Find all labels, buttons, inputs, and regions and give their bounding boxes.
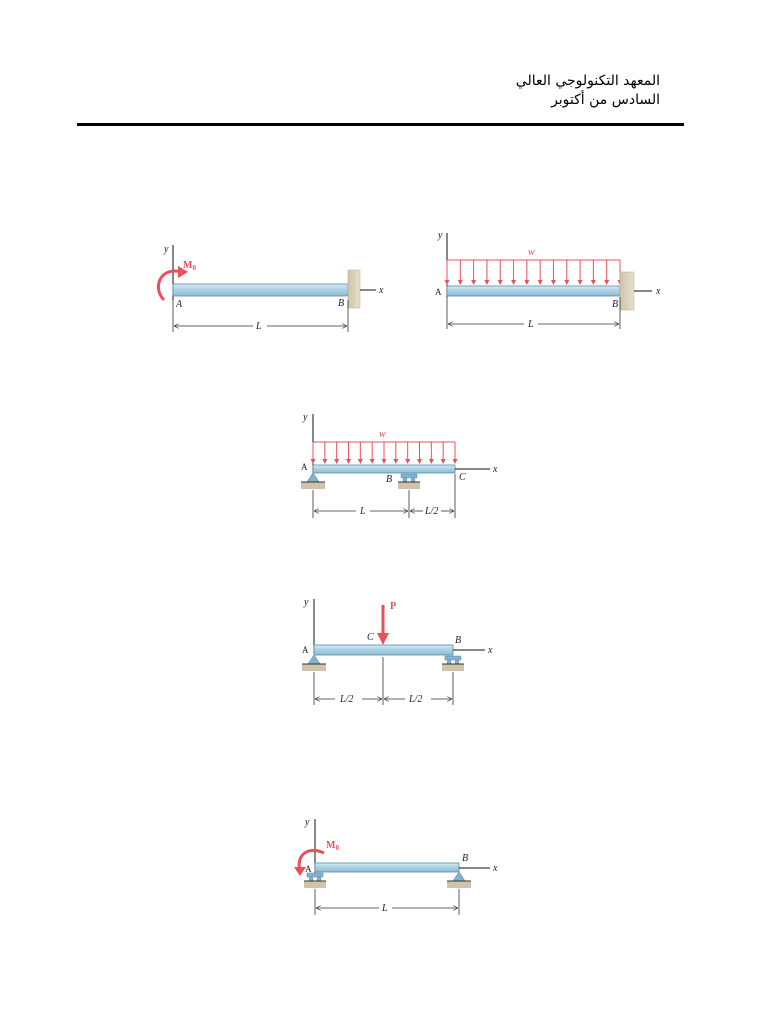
header-rule xyxy=(77,123,684,126)
load-arrowhead-icon xyxy=(524,280,530,285)
beam xyxy=(312,464,456,474)
length-half-left-label: L/2 xyxy=(339,694,353,705)
point-load-arrowhead-icon xyxy=(377,633,389,645)
load-arrowhead-icon xyxy=(511,280,517,285)
moment-label: M0 xyxy=(183,260,196,272)
length-label: L xyxy=(527,319,534,330)
x-axis-label: x xyxy=(655,286,661,297)
point-B-label: B xyxy=(386,474,392,485)
load-arrowhead-icon xyxy=(590,280,596,285)
pin-support-A xyxy=(301,472,325,489)
figure-3-overhang-udl: y w x A B C L L/2 xyxy=(301,412,498,518)
wall-support xyxy=(619,271,635,311)
institute-name: المعهد التكنولوجي العالي xyxy=(515,73,660,89)
load-arrowhead-icon xyxy=(471,280,477,285)
load-arrowhead-icon xyxy=(440,459,446,464)
roller-support-B xyxy=(398,473,420,489)
moment-arrowhead-icon xyxy=(294,867,306,876)
load-arrowhead-icon xyxy=(322,459,328,464)
moment-arrowhead-icon xyxy=(178,266,188,278)
institute-header: المعهد التكنولوجي العالي السادس من أكتوب… xyxy=(360,72,660,110)
load-arrowhead-icon xyxy=(357,459,363,464)
x-axis-label: x xyxy=(378,285,384,296)
load-arrowhead-icon xyxy=(444,280,450,285)
load-arrowhead-icon xyxy=(310,459,316,464)
x-axis-label: x xyxy=(492,863,498,874)
x-axis-label: x xyxy=(492,464,498,475)
institute-subtitle: السادس من أكتوبر xyxy=(551,92,660,108)
point-A-label: A xyxy=(175,299,183,310)
figure-1-cantilever-moment: y x M0 A B L xyxy=(157,244,384,332)
load-arrowhead-icon xyxy=(457,280,463,285)
y-axis-label: y xyxy=(163,244,169,255)
pin-support-A xyxy=(302,654,326,671)
load-arrowhead-icon xyxy=(393,459,399,464)
x-axis-label: x xyxy=(487,645,493,656)
beam xyxy=(314,862,460,873)
length-half-right-label: L/2 xyxy=(408,694,422,705)
load-arrowhead-icon xyxy=(452,459,458,464)
point-B-label: B xyxy=(338,298,344,309)
distributed-load-arrows xyxy=(444,260,623,285)
load-arrowhead-icon xyxy=(369,459,375,464)
point-A-label: A xyxy=(435,287,442,297)
roller-support-B xyxy=(442,655,464,671)
load-arrowhead-icon xyxy=(604,280,610,285)
y-axis-label: y xyxy=(303,597,309,608)
load-w-label: w xyxy=(379,429,386,440)
length-L2-label: L/2 xyxy=(424,506,438,517)
moment-arrow-icon xyxy=(157,269,183,302)
load-arrowhead-icon xyxy=(346,459,351,464)
load-arrowhead-icon xyxy=(577,280,583,285)
figure-4-simple-point-load: y P C x A B L/2 L/2 xyxy=(302,597,493,705)
load-arrowhead-icon xyxy=(381,459,387,464)
point-B-label: B xyxy=(462,853,468,864)
load-arrowhead-icon xyxy=(417,459,422,464)
load-arrowhead-icon xyxy=(564,280,570,285)
point-C-label: C xyxy=(367,632,374,643)
wall-support xyxy=(347,269,361,309)
beam xyxy=(313,644,454,656)
load-arrowhead-icon xyxy=(537,280,543,285)
figure-2-cantilever-udl: y w x A B L xyxy=(435,230,661,330)
pin-support-B xyxy=(447,871,471,888)
moment-label: M0 xyxy=(326,840,339,852)
beam xyxy=(172,283,349,297)
point-A-label: A xyxy=(305,864,312,874)
length-label: L xyxy=(255,321,262,332)
beam xyxy=(446,285,621,297)
load-arrowhead-icon xyxy=(405,459,411,464)
figure-5-simple-end-moment: y M0 x A B L xyxy=(294,817,498,915)
y-axis-label: y xyxy=(302,412,308,423)
y-axis-label: y xyxy=(304,817,310,828)
load-arrowhead-icon xyxy=(334,459,340,464)
length-label: L xyxy=(381,903,388,914)
load-arrowhead-icon xyxy=(550,280,556,285)
load-w-label: w xyxy=(528,247,535,258)
point-B-label: B xyxy=(612,299,618,310)
load-P-label: P xyxy=(390,601,396,612)
load-arrowhead-icon xyxy=(428,459,434,464)
point-C-label: C xyxy=(459,472,466,483)
load-arrowhead-icon xyxy=(484,280,490,285)
distributed-load-arrows xyxy=(310,442,458,464)
point-B-label: B xyxy=(455,635,461,646)
length-L-label: L xyxy=(359,506,366,517)
roller-support-A xyxy=(304,872,326,888)
point-A-label: A xyxy=(301,462,308,472)
y-axis-label: y xyxy=(437,230,443,241)
load-arrowhead-icon xyxy=(497,280,503,285)
point-A-label: A xyxy=(302,645,309,655)
